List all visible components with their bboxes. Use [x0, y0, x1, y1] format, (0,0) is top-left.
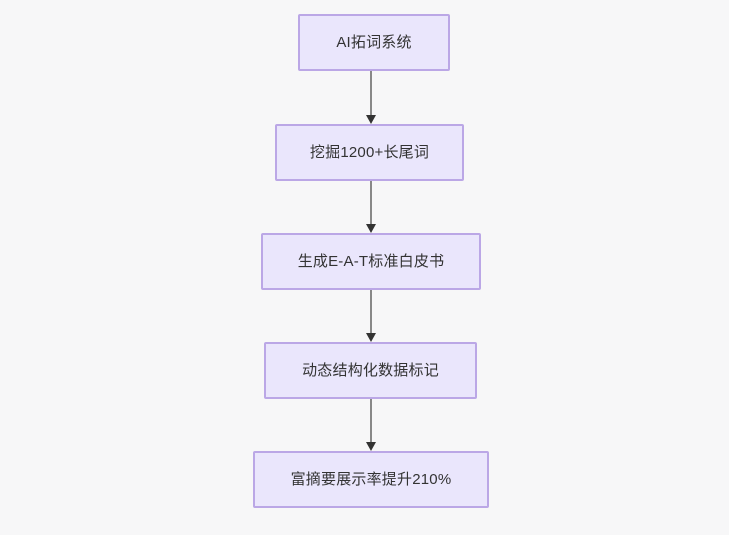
- arrowhead-icon: [366, 333, 376, 342]
- flow-node-ai-keyword-system[interactable]: AI拓词系统: [298, 14, 450, 71]
- flow-node-dynamic-structured-data-markup[interactable]: 动态结构化数据标记: [264, 342, 477, 399]
- flow-node-label: 动态结构化数据标记: [302, 361, 439, 379]
- arrowhead-icon: [366, 442, 376, 451]
- flow-node-mine-longtail-keywords[interactable]: 挖掘1200+长尾词: [275, 124, 464, 181]
- flow-node-label: 挖掘1200+长尾词: [309, 143, 430, 161]
- flow-node-generate-eat-whitepaper[interactable]: 生成E-A-T标准白皮书: [261, 233, 481, 290]
- arrowhead-icon: [366, 115, 376, 124]
- flow-node-label: 富摘要展示率提升210%: [290, 470, 452, 488]
- arrowhead-icon: [366, 224, 376, 233]
- flow-node-label: 生成E-A-T标准白皮书: [297, 252, 445, 270]
- flow-node-rich-snippet-rate-increase[interactable]: 富摘要展示率提升210%: [253, 451, 489, 508]
- flow-node-label: AI拓词系统: [336, 33, 412, 51]
